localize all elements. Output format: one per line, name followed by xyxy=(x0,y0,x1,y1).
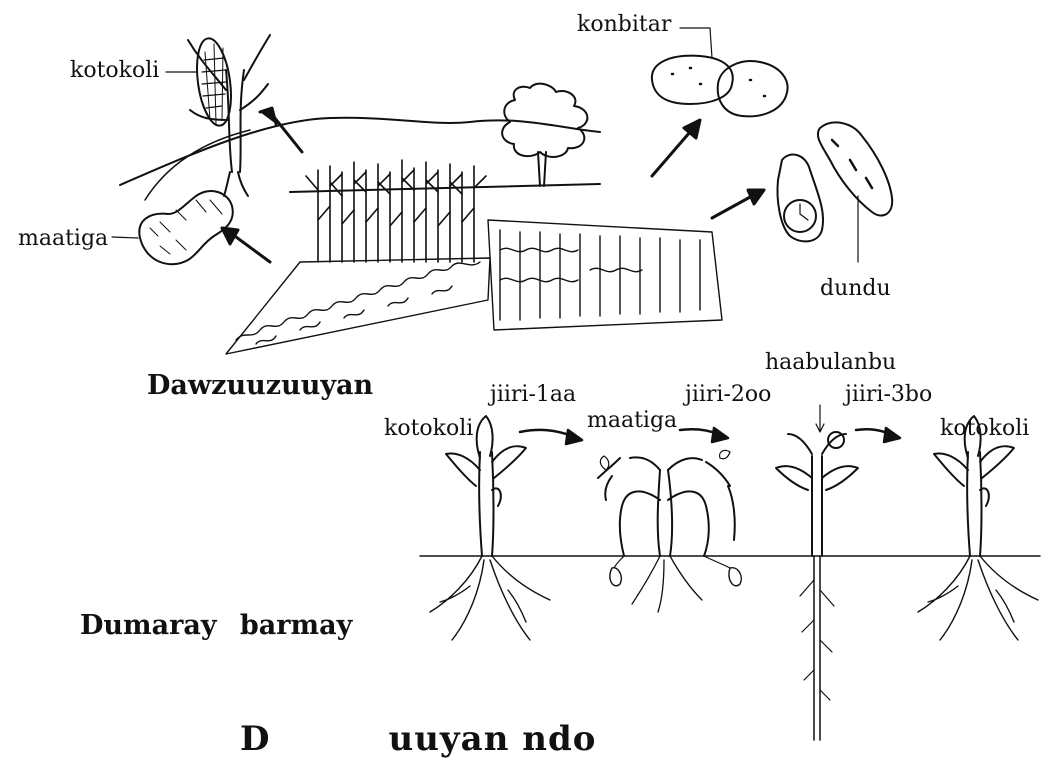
label-kotokoli-top: kotokoli xyxy=(70,60,159,82)
label-haabulanbu: haabulanbu xyxy=(765,352,896,374)
label-jiiri-3: jiiri-3bo xyxy=(845,384,932,406)
hill-line xyxy=(120,118,600,185)
maize-plant-right-icon xyxy=(918,416,1038,640)
kotokoli-leader xyxy=(145,130,250,200)
title-intercropping: Dawzuuzuuyan xyxy=(147,372,373,399)
title-bottom-part-2: uuyan ndo xyxy=(388,719,596,759)
groundnut-plant-icon xyxy=(598,450,741,612)
label-jiiri-2: jiiri-2oo xyxy=(685,384,771,406)
label-dundu: dundu xyxy=(820,278,891,300)
arrow-to-konbitar-icon xyxy=(652,120,700,176)
maize-plant-left-icon xyxy=(430,416,550,640)
yam-icon xyxy=(778,122,893,241)
leader-konbitar xyxy=(680,28,712,58)
title-rotation: Dumaray barmay xyxy=(80,612,352,639)
title-bottom-part-1: D xyxy=(240,719,270,759)
label-kotokoli-right: kotokoli xyxy=(940,418,1029,440)
arrow-to-kotokoli-icon xyxy=(260,108,302,152)
arrow-to-dundu-icon xyxy=(712,190,764,218)
arrow-to-maatiga-icon xyxy=(222,228,270,262)
corn-plant-icon xyxy=(188,35,270,196)
rotation-arrow-3-icon xyxy=(856,428,900,442)
maize-field-icon xyxy=(306,160,486,262)
peanut-icon xyxy=(139,191,232,264)
label-maatiga-mid: maatiga xyxy=(587,410,677,432)
rotation-arrow-2-icon xyxy=(680,428,728,442)
leader-haabulanbu xyxy=(816,405,824,432)
leader-maatiga-left xyxy=(112,237,138,238)
groundnut-field-icon xyxy=(226,258,490,354)
label-konbitar: konbitar xyxy=(577,14,671,36)
label-kotokoli-left: kotokoli xyxy=(384,418,473,440)
tree-icon xyxy=(502,84,587,186)
label-jiiri-1: jiiri-1aa xyxy=(490,384,576,406)
potato-icon xyxy=(652,56,788,117)
deep-root-plant-icon xyxy=(776,432,858,740)
label-maatiga-left: maatiga xyxy=(18,228,108,250)
rotation-arrow-1-icon xyxy=(520,430,582,444)
bean-maize-field-icon xyxy=(488,220,722,330)
